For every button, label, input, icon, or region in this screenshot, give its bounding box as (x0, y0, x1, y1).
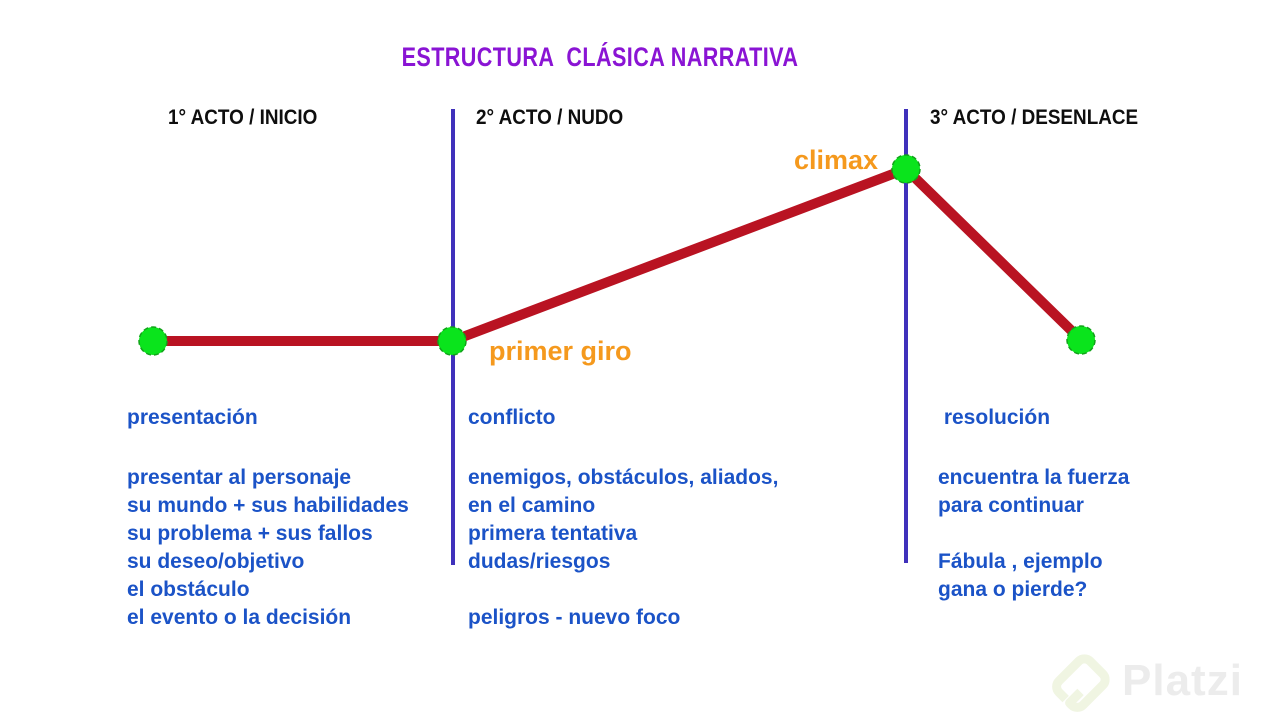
note-line: en el camino (468, 494, 596, 517)
act-2-notes-heading: conflicto (468, 406, 556, 429)
climax-label: climax (793, 145, 878, 175)
act-1-header: 1° ACTO / INICIO (168, 106, 318, 129)
watermark-text: Platzi (1122, 656, 1243, 705)
primer-giro-label: primer giro (489, 336, 632, 366)
note-line: el evento o la decisión (127, 606, 352, 629)
note-line: el obstáculo (127, 578, 250, 601)
act-1-notes: presentación presentar al personaje su m… (127, 404, 487, 632)
note-line: presentar al personaje (127, 466, 352, 489)
note-line: gana o pierde? (938, 578, 1088, 601)
note-line: su deseo/objetivo (127, 550, 305, 573)
note-line: su mundo + sus habilidades (127, 494, 409, 517)
note-line (468, 576, 828, 604)
act-3-notes-heading: resolución (938, 406, 1051, 429)
act-3-header: 3° ACTO / DESENLACE (930, 106, 1139, 129)
note-line: dudas/riesgos (468, 550, 611, 573)
note-line: primera tentativa (468, 522, 638, 545)
note-line: su problema + sus fallos (127, 522, 373, 545)
note-line (938, 520, 1280, 548)
note-line: peligros - nuevo foco (468, 606, 681, 629)
platzi-logo-icon (1052, 654, 1110, 712)
page-title: ESTRUCTURA CLÁSICA NARRATIVA (401, 42, 799, 72)
act-2-header: 2° ACTO / NUDO (476, 106, 624, 129)
note-line: enemigos, obstáculos, aliados, (468, 466, 779, 489)
note-line: encuentra la fuerza (938, 466, 1130, 489)
note-line: para continuar (938, 494, 1084, 517)
act-3-notes: resolución encuentra la fuerza para cont… (938, 404, 1280, 604)
act-1-notes-heading: presentación (127, 406, 258, 429)
watermark: Platzi (1052, 644, 1243, 718)
note-line: Fábula , ejemplo (938, 550, 1103, 573)
act-2-notes: conflicto enemigos, obstáculos, aliados,… (468, 404, 828, 632)
